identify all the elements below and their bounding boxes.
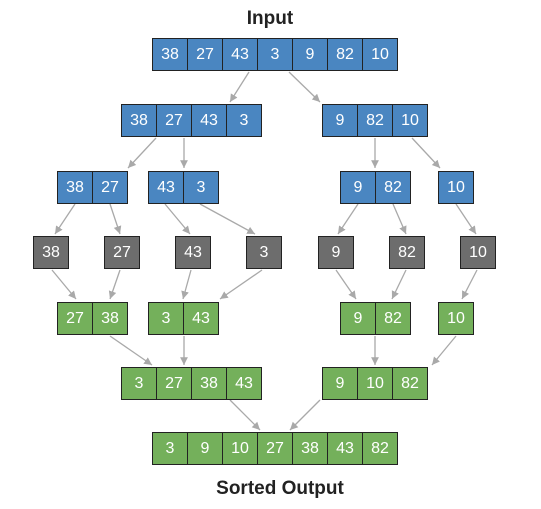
split-1-group-2-cell-3: 10 — [392, 104, 428, 137]
singles-group-1-cell-1: 38 — [33, 236, 69, 269]
split-2-group-1-cell-2: 27 — [92, 171, 128, 204]
input-group-1-cell-3: 43 — [222, 38, 258, 71]
arrow-9 — [164, 203, 191, 235]
split-1-group-1-cell-4: 3 — [226, 104, 262, 137]
arrow-21 — [109, 335, 153, 366]
input-group-1-cell-6: 82 — [327, 38, 363, 71]
arrow-17 — [219, 269, 263, 300]
merge-2-group-1-cell-2: 27 — [156, 367, 192, 400]
singles-group-2-cell-1: 27 — [104, 236, 140, 269]
input-title: Input — [246, 8, 294, 29]
arrow-3 — [127, 137, 157, 169]
arrow-13 — [455, 203, 477, 235]
arrow-7 — [54, 203, 76, 235]
output-group-1-cell-2: 9 — [187, 432, 223, 465]
output-group-1-cell-6: 43 — [327, 432, 363, 465]
merge-1-group-2-cell-2: 43 — [183, 302, 219, 335]
arrow-18 — [335, 269, 357, 300]
split-2-group-3-cell-2: 82 — [375, 171, 411, 204]
arrow-26 — [289, 399, 321, 431]
arrow-2 — [288, 71, 321, 103]
arrow-10 — [199, 203, 256, 235]
input-group-1-cell-5: 9 — [292, 38, 328, 71]
arrow-16 — [181, 269, 192, 300]
merge-1-group-2-cell-1: 3 — [148, 302, 184, 335]
merge-2-group-2-cell-2: 10 — [357, 367, 393, 400]
split-1-group-1-cell-3: 43 — [191, 104, 227, 137]
arrow-6 — [411, 137, 441, 169]
merge-2-group-2-cell-1: 9 — [322, 367, 358, 400]
merge-1-group-1-cell-2: 38 — [92, 302, 128, 335]
split-2-group-2-cell-2: 3 — [183, 171, 219, 204]
merge-1-group-3-cell-1: 9 — [340, 302, 376, 335]
output-group-1-cell-5: 38 — [292, 432, 328, 465]
merge-1-group-4-cell-1: 10 — [438, 302, 474, 335]
singles-group-5-cell-1: 9 — [318, 236, 354, 269]
arrow-19 — [391, 269, 407, 300]
split-2-group-2-cell-1: 43 — [148, 171, 184, 204]
arrow-1 — [229, 71, 250, 103]
input-group-1-cell-7: 10 — [362, 38, 398, 71]
singles-group-4-cell-1: 3 — [246, 236, 282, 269]
input-group-1-cell-4: 3 — [257, 38, 293, 71]
arrow-25 — [229, 399, 261, 431]
split-1-group-2-cell-2: 82 — [357, 104, 393, 137]
arrow-12 — [392, 203, 407, 235]
split-1-group-1-cell-1: 38 — [121, 104, 157, 137]
split-2-group-3-cell-1: 9 — [340, 171, 376, 204]
output-group-1-cell-7: 82 — [362, 432, 398, 465]
output-group-1-cell-1: 3 — [152, 432, 188, 465]
split-1-group-1-cell-2: 27 — [156, 104, 192, 137]
arrow-24 — [431, 335, 457, 366]
arrow-11 — [337, 203, 359, 235]
split-2-group-1-cell-1: 38 — [57, 171, 93, 204]
output-group-1-cell-4: 27 — [257, 432, 293, 465]
merge-1-group-1-cell-1: 27 — [57, 302, 93, 335]
merge-2-group-1-cell-1: 3 — [121, 367, 157, 400]
input-group-1-cell-2: 27 — [187, 38, 223, 71]
singles-group-6-cell-1: 82 — [389, 236, 425, 269]
arrow-20 — [461, 269, 478, 300]
merge-2-group-1-cell-3: 38 — [191, 367, 227, 400]
arrow-14 — [51, 269, 77, 300]
split-2-group-4-cell-1: 10 — [438, 171, 474, 204]
merge-2-group-2-cell-3: 82 — [392, 367, 428, 400]
merge-2-group-1-cell-4: 43 — [226, 367, 262, 400]
arrow-15 — [108, 269, 121, 300]
sorted-output-title: Sorted Output — [216, 478, 344, 499]
arrow-8 — [109, 203, 122, 235]
singles-group-7-cell-1: 10 — [460, 236, 496, 269]
split-1-group-2-cell-1: 9 — [322, 104, 358, 137]
input-group-1-cell-1: 38 — [152, 38, 188, 71]
singles-group-3-cell-1: 43 — [175, 236, 211, 269]
output-group-1-cell-3: 10 — [222, 432, 258, 465]
merge-1-group-3-cell-2: 82 — [375, 302, 411, 335]
